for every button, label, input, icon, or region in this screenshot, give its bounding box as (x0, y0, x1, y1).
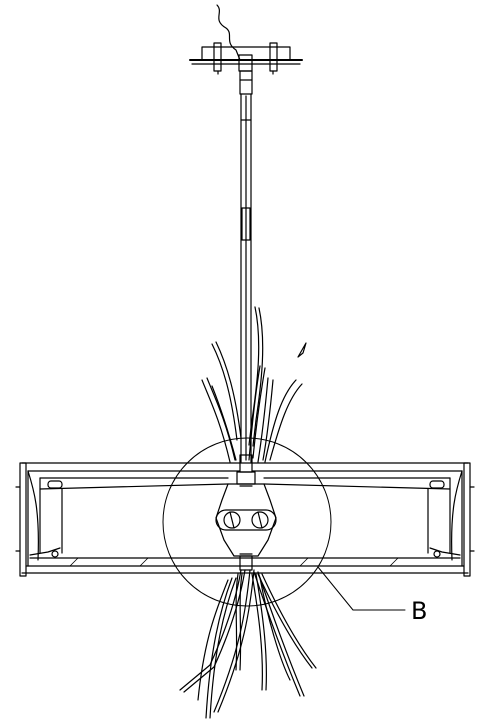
upper-blades (201, 306, 307, 463)
left-side-frame (15, 462, 63, 577)
hanging-stem (239, 70, 253, 463)
detail-circle (162, 437, 332, 607)
frame-top-rail (21, 462, 469, 490)
detail-label: B (411, 597, 427, 625)
lower-blades (179, 569, 317, 719)
detail-leader-line (317, 566, 406, 611)
center-hub (215, 454, 277, 571)
right-side-frame (427, 462, 475, 577)
ceiling-canopy (189, 42, 303, 75)
power-cord (216, 4, 241, 61)
